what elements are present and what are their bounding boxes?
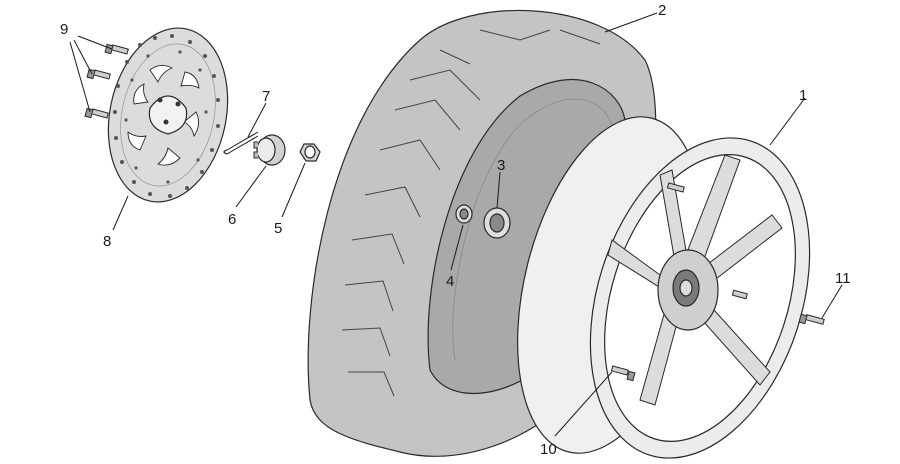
- callout-labels: 1 2 3 4 5 6 7 8 9 10 11: [60, 2, 851, 458]
- castle-nut: [253, 134, 286, 166]
- callout-11: 11: [835, 270, 851, 287]
- brake-disc: [107, 27, 229, 203]
- callout-3: 3: [497, 157, 505, 174]
- callout-9: 9: [60, 21, 68, 38]
- rim: [517, 116, 811, 459]
- callout-4: 4: [446, 273, 454, 290]
- bearing-large: [483, 207, 511, 239]
- rim-bolt: [610, 182, 825, 382]
- callout-7: 7: [262, 88, 270, 105]
- callout-2: 2: [658, 2, 666, 19]
- callout-5: 5: [274, 220, 282, 237]
- callout-8: 8: [103, 233, 111, 250]
- leader-lines: [69, 12, 843, 437]
- cotter-pin: [223, 131, 259, 155]
- callout-1: 1: [799, 87, 807, 104]
- bearing-small: [455, 204, 473, 224]
- callout-6: 6: [228, 211, 236, 228]
- hex-nut: [299, 143, 321, 162]
- callout-10: 10: [540, 441, 557, 458]
